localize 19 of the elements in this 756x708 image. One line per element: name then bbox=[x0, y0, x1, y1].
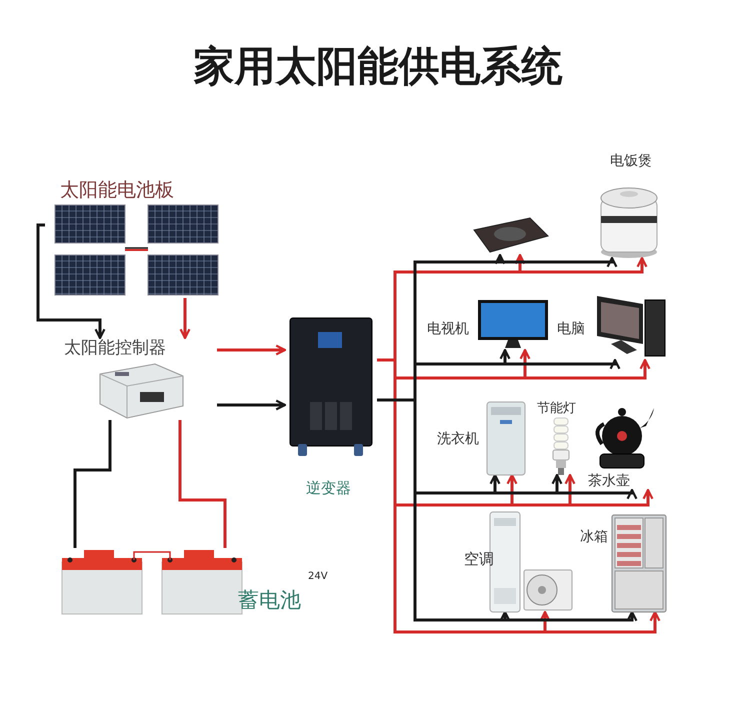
wire-arrow bbox=[180, 298, 190, 340]
component-label: 电脑 bbox=[557, 322, 585, 336]
component-label: 逆变器 bbox=[306, 481, 351, 496]
component-label: 电饭煲 bbox=[610, 154, 652, 168]
component-label: 节能灯 bbox=[537, 402, 576, 415]
wire-arrow bbox=[377, 358, 660, 634]
voltage-label: 24V bbox=[308, 572, 328, 582]
component-label: 洗衣机 bbox=[437, 432, 479, 446]
component-label: 空调 bbox=[464, 552, 494, 567]
component-label: 太阳能控制器 bbox=[64, 340, 166, 357]
component-label: 电视机 bbox=[427, 322, 469, 336]
wire-arrow bbox=[217, 400, 286, 410]
wire-arrow bbox=[217, 344, 286, 356]
title: 家用太阳能供电系统 bbox=[192, 46, 564, 87]
wire-arrow bbox=[36, 224, 106, 340]
component-label: 冰箱 bbox=[580, 530, 608, 544]
component-label: 蓄电池 bbox=[238, 590, 301, 611]
component-label: 太阳能电池板 bbox=[60, 181, 174, 200]
component-label: 茶水壶 bbox=[588, 474, 630, 488]
